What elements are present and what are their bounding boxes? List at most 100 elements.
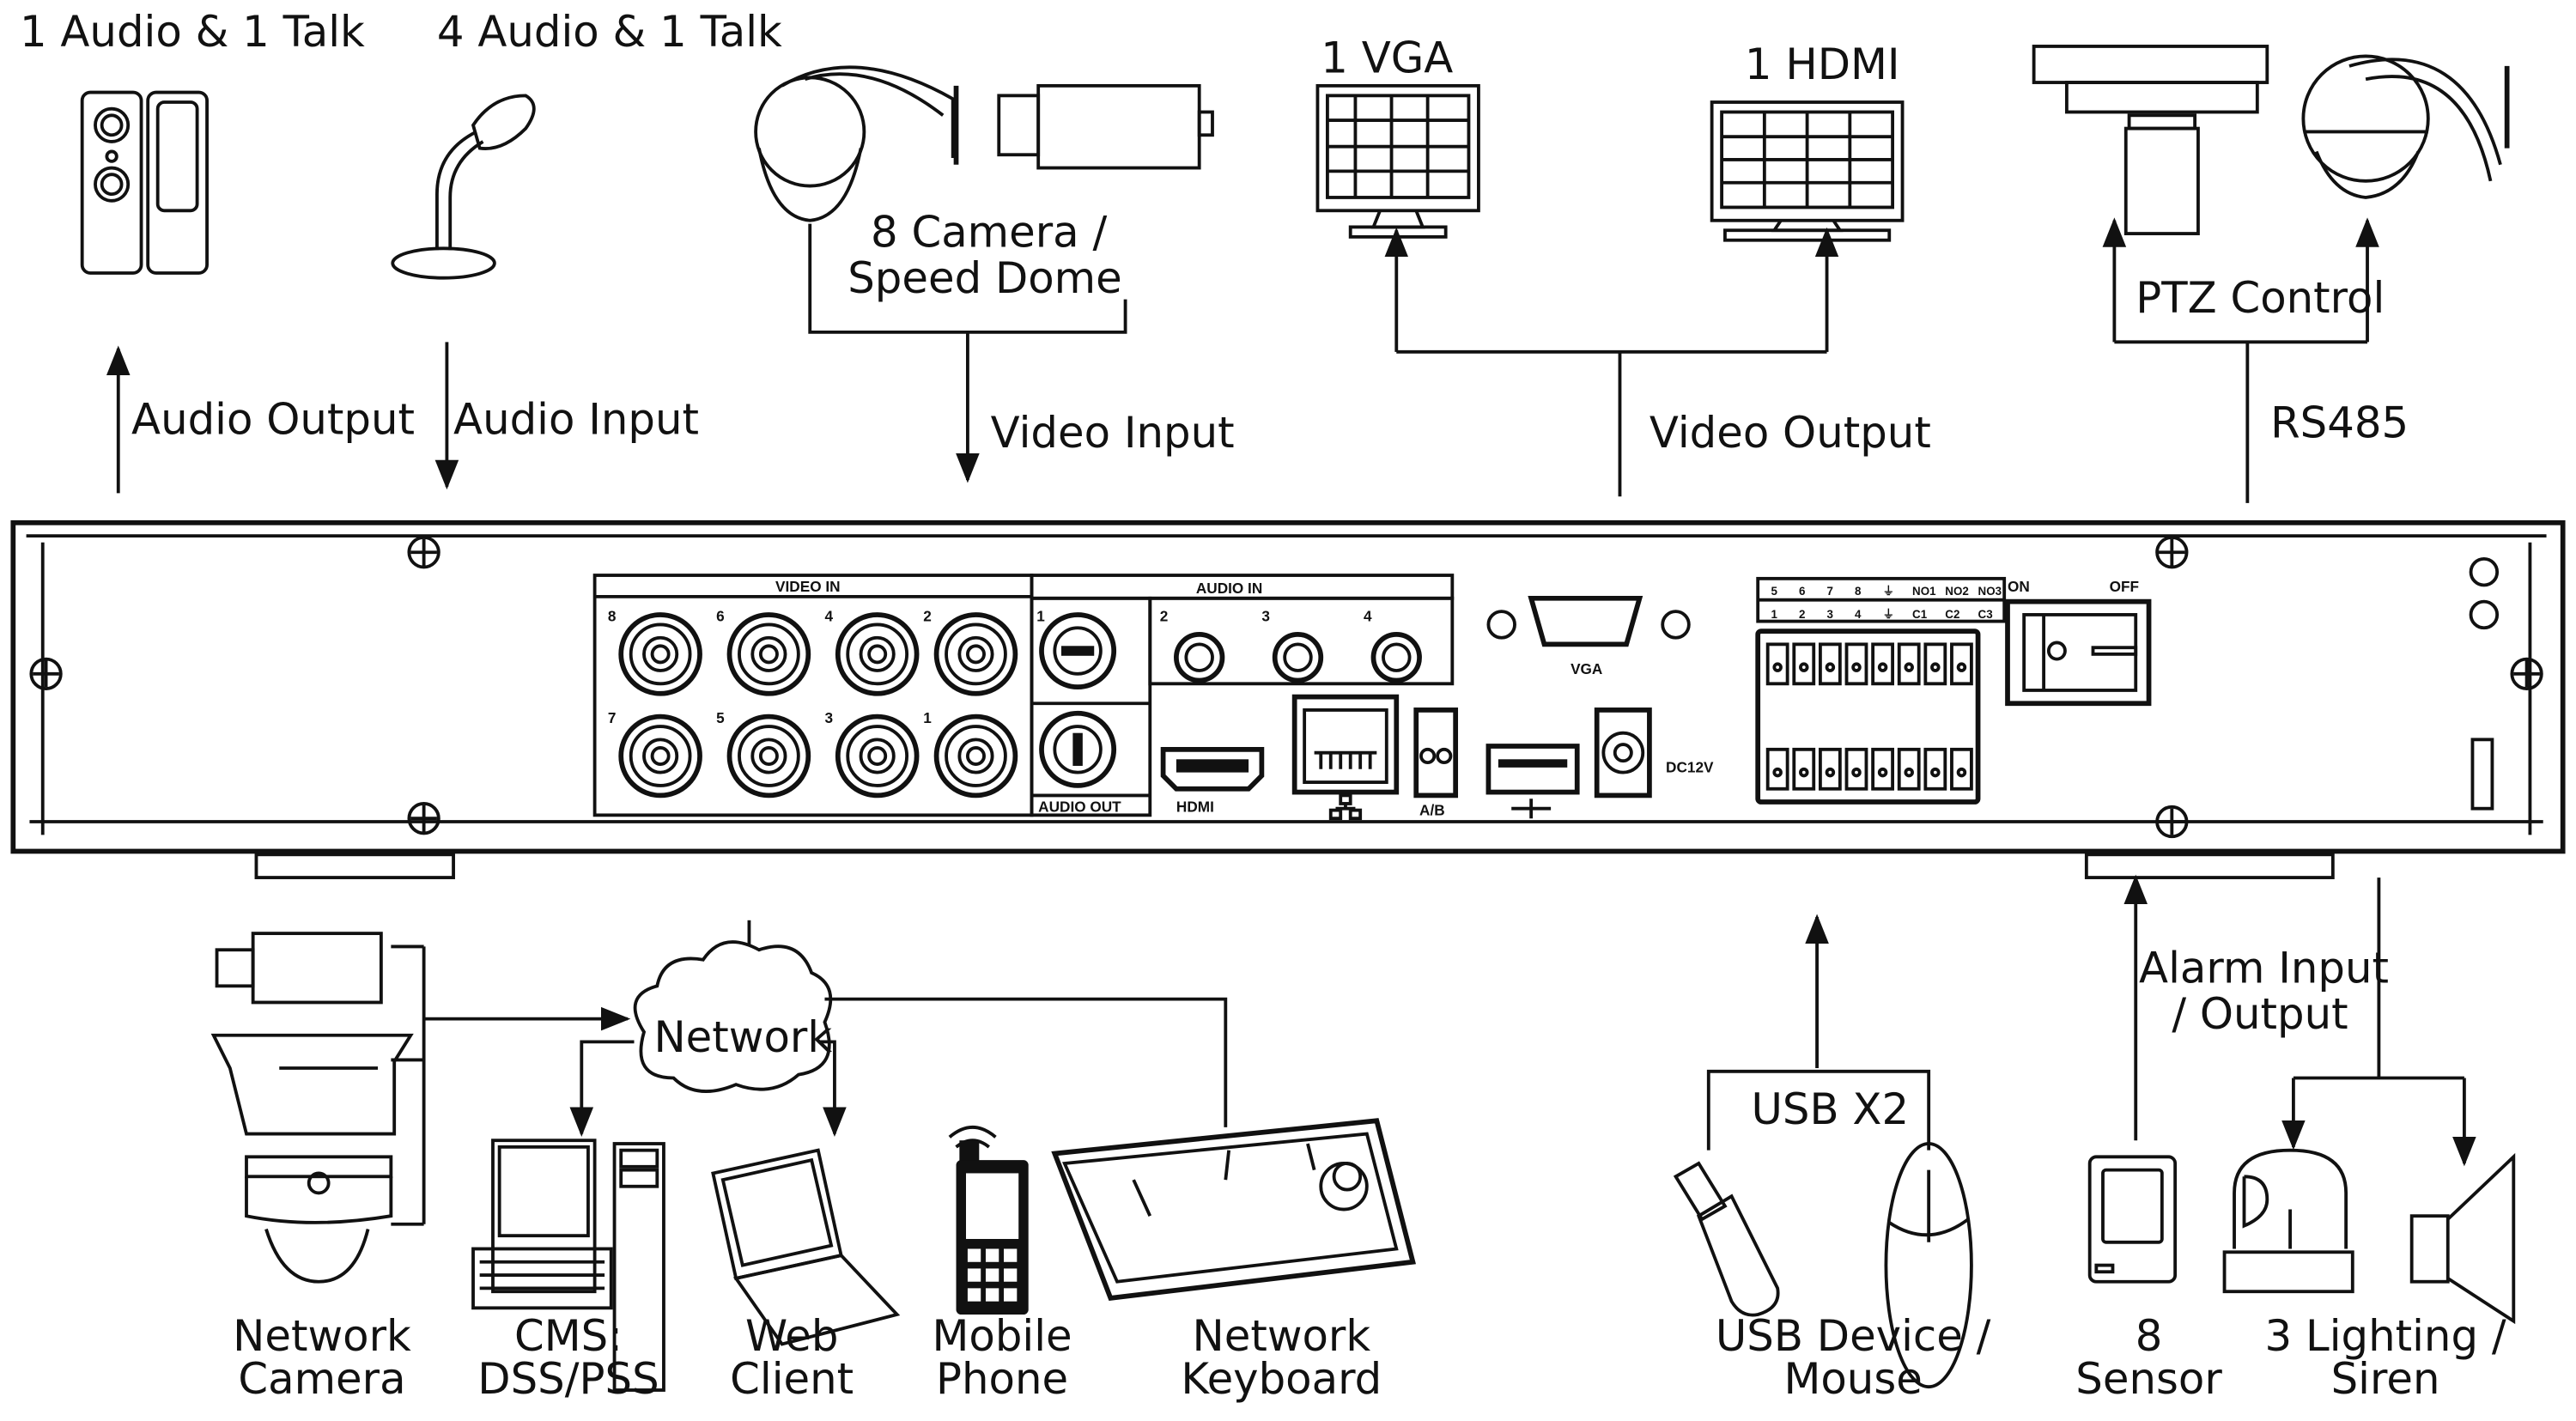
usb-bracket — [1706, 1069, 1931, 1151]
alarm-terminal-label: ⏚ — [1883, 585, 1894, 598]
web_client-label-line2: Client — [730, 1354, 854, 1404]
alarm-terminal-label: C3 — [1978, 608, 1993, 621]
audio-in-title: AUDIO IN — [1196, 580, 1262, 597]
alarm-pin[interactable] — [1792, 642, 1816, 686]
alarm-terminal-label: 3 — [1827, 608, 1833, 621]
warning-light-icon — [2222, 1148, 2354, 1294]
usb_device-label-line2: Mouse — [1783, 1354, 1922, 1404]
ground-screw-icon — [2469, 556, 2500, 630]
video-in-port-2[interactable] — [933, 612, 1018, 696]
video-in-port-8[interactable] — [618, 612, 702, 696]
sensor-icon — [2087, 1155, 2178, 1284]
alarm-pin[interactable] — [1765, 642, 1789, 686]
network-icon — [1328, 793, 1363, 821]
video-in-port-number: 4 — [824, 608, 833, 625]
alarm-terminal-label: 2 — [1799, 608, 1805, 621]
alarm-pin[interactable] — [1897, 747, 1921, 791]
usb-port[interactable] — [1485, 744, 1580, 795]
audio-in-port-3-number: 3 — [1261, 608, 1270, 625]
alarm-pin[interactable] — [1818, 642, 1842, 686]
hdmi-label: HDMI — [1176, 799, 1214, 816]
audio-in-port-2[interactable] — [1174, 632, 1225, 683]
ptz-bracket — [2114, 340, 2368, 503]
audio-out-port[interactable] — [1039, 710, 1117, 788]
alarm-pin[interactable] — [1923, 747, 1947, 791]
switch-off-label: OFF — [2110, 578, 2139, 595]
power-port[interactable] — [1594, 707, 1652, 799]
audio-in-port-1[interactable] — [1039, 612, 1117, 689]
video-in-port-5[interactable] — [726, 714, 811, 799]
rs485-label: RS485 — [2270, 398, 2409, 447]
audio-in-port-4[interactable] — [1370, 632, 1422, 683]
alarm-pin[interactable] — [1765, 747, 1789, 791]
video-in-port-number: 8 — [608, 608, 617, 625]
alarm-pin[interactable] — [1871, 642, 1894, 686]
alarm-terminal-block[interactable] — [1755, 629, 1981, 805]
video-in-port-3[interactable] — [835, 714, 920, 799]
power-switch[interactable] — [2005, 598, 2152, 707]
alarm-terminal-label: NO1 — [1912, 585, 1936, 598]
network_camera-label-line1: Network — [233, 1311, 411, 1361]
lan-port[interactable] — [1291, 694, 1400, 795]
siren-icon — [2409, 1152, 2516, 1325]
vent-slot — [2470, 738, 2494, 811]
usb-stick-icon — [1673, 1161, 1780, 1317]
screw-icon — [407, 802, 440, 835]
alarm-pin[interactable] — [1950, 642, 1973, 686]
alarm-pin[interactable] — [1871, 747, 1894, 791]
alarm-pin[interactable] — [1844, 642, 1868, 686]
rs485-port[interactable] — [1413, 707, 1459, 799]
usb-label: USB X2 — [1752, 1084, 1910, 1134]
screw-icon — [2155, 805, 2189, 839]
screw-icon — [2510, 657, 2543, 690]
alarm-terminal-label: 4 — [1855, 608, 1862, 621]
alarm-pin[interactable] — [1923, 642, 1947, 686]
web_client-label-line1: Web — [745, 1311, 838, 1361]
audio-out-label: AUDIO OUT — [1038, 799, 1121, 816]
video-in-port-6[interactable] — [726, 612, 811, 696]
ptz-camera-icon — [2032, 45, 2510, 235]
video-in-port-number: 7 — [608, 709, 617, 726]
alarm-pin[interactable] — [1792, 747, 1816, 791]
alarm-pin[interactable] — [1897, 642, 1921, 686]
sensor-label-line1: 8 — [2136, 1311, 2163, 1361]
video-in-port-number: 5 — [716, 709, 725, 726]
desktop-computer-icon — [471, 1139, 665, 1392]
alarm-pin[interactable] — [1950, 747, 1973, 791]
alarm-pin[interactable] — [1818, 747, 1842, 791]
switch-on-label: ON — [2008, 578, 2030, 595]
video-in-port-4[interactable] — [835, 612, 920, 696]
alarm-pin[interactable] — [1844, 747, 1868, 791]
video-input-label: Video Input — [991, 408, 1235, 458]
ab-label: A/B — [1419, 801, 1445, 818]
alarm-terminal-label: 5 — [1771, 585, 1777, 598]
audio-output-label: Audio Output — [131, 394, 415, 444]
monitor-icon — [1315, 83, 1480, 239]
video-in-port-7[interactable] — [618, 714, 702, 799]
mouse-icon — [1884, 1142, 1973, 1389]
network-camera-icon — [210, 932, 414, 1284]
video-in-port-number: 1 — [923, 709, 932, 726]
alarm-output-bracket — [2293, 877, 2464, 1080]
audio-in-port-2-number: 2 — [1160, 608, 1169, 625]
hdmi-port[interactable] — [1160, 746, 1265, 792]
video-in-port-1[interactable] — [933, 714, 1018, 799]
alarm-terminal-label: 7 — [1827, 585, 1833, 598]
video-output-bracket — [1396, 349, 1827, 497]
network-to-web-arrow — [817, 1040, 847, 1137]
network-label: Network — [653, 1012, 832, 1062]
cameras-label-line2: Speed Dome — [848, 253, 1121, 303]
video-in-port-number: 6 — [716, 608, 725, 625]
alarm-terminal-label: 6 — [1799, 585, 1805, 598]
alarm-terminal-label: 8 — [1855, 585, 1862, 598]
alarm-terminal-label: NO3 — [1978, 585, 2002, 598]
vga-port[interactable] — [1486, 595, 1691, 647]
usb-icon — [1511, 799, 1552, 819]
ptz-keyboard-icon — [1051, 1118, 1417, 1301]
mobile-phone-icon — [948, 1126, 1029, 1315]
lighting-label-line2: Siren — [2331, 1354, 2440, 1404]
audio-in-port-3[interactable] — [1272, 632, 1324, 683]
network-to-keyboard-link — [824, 997, 1228, 1127]
